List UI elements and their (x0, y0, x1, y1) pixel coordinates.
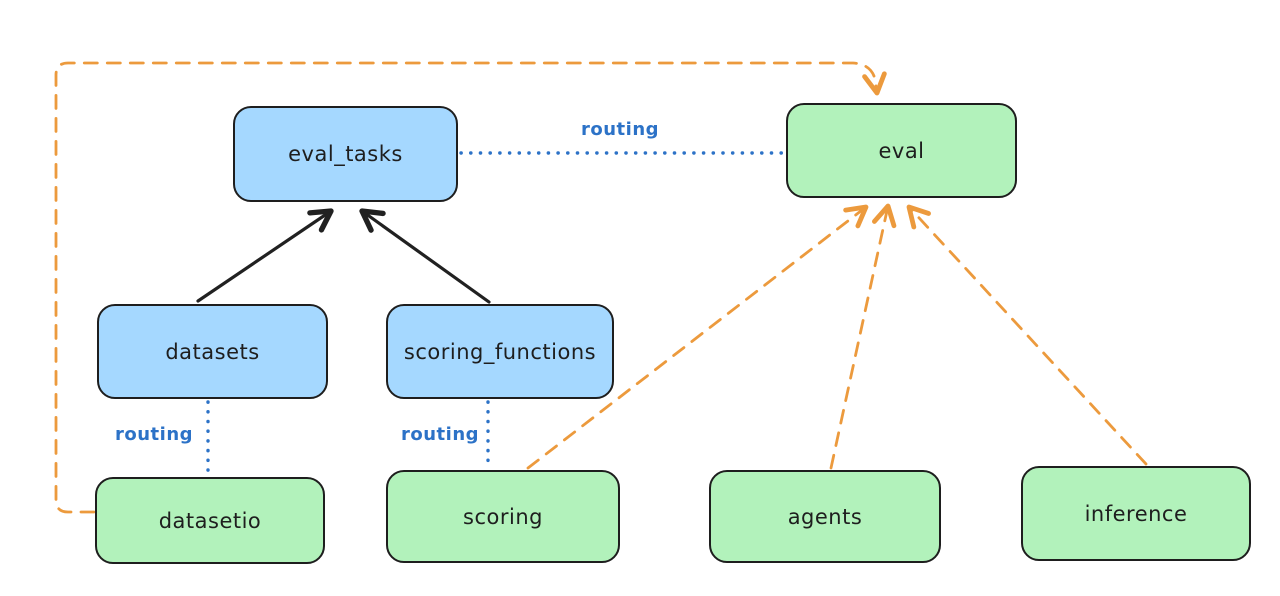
node-scoring-label: scoring (463, 504, 543, 529)
edge-scoring-to-eval (526, 204, 869, 470)
node-agents-label: agents (787, 504, 863, 529)
node-eval: eval (786, 103, 1017, 198)
edge-datasetio-to-eval (54, 61, 887, 514)
node-eval-label: eval (878, 138, 925, 163)
node-scoring-functions-label: scoring_functions (403, 339, 597, 364)
node-inference-label: inference (1084, 501, 1188, 526)
node-eval-tasks-label: eval_tasks (288, 142, 403, 166)
routing-label-datasets-datasetio: routing (114, 424, 194, 445)
routing-label-scoring-functions-scoring: routing (400, 424, 480, 445)
node-datasets-label: datasets (165, 339, 260, 364)
node-scoring-functions: scoring_functions (386, 304, 614, 399)
node-scoring: scoring (386, 470, 620, 563)
edge-scoring-functions-to-eval-tasks (359, 208, 491, 304)
edge-inference-to-eval (906, 204, 1148, 466)
edge-agents-to-eval (829, 203, 897, 470)
edge-datasets-to-eval-tasks (196, 208, 334, 303)
node-eval-tasks: eval_tasks (233, 106, 458, 202)
routing-label-eval-tasks-eval: routing (580, 119, 660, 140)
node-datasetio: datasetio (95, 477, 325, 564)
node-inference: inference (1021, 466, 1251, 561)
node-datasetio-label: datasetio (158, 508, 262, 533)
node-datasets: datasets (97, 304, 328, 399)
node-agents: agents (709, 470, 941, 563)
